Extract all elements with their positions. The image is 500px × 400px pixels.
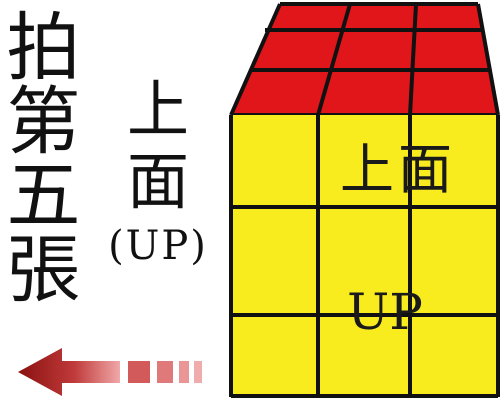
face-label: 上面 (UP)	[108, 73, 208, 269]
top-grid-line	[229, 3, 282, 116]
front-face-fill	[231, 115, 498, 397]
left-arrow-icon	[18, 348, 202, 396]
top-face	[229, 2, 500, 117]
top-grid-line	[316, 3, 352, 116]
arrow-dash	[179, 361, 189, 383]
cube-face-label-chinese: 上面	[340, 138, 456, 201]
face-label-chinese: 上面	[126, 73, 189, 218]
top-grid-line	[476, 3, 500, 116]
arrow-dash	[157, 361, 173, 383]
arrow-dash	[194, 361, 202, 383]
cube-face-label-english: UP	[347, 283, 423, 341]
front-face	[229, 115, 500, 398]
face-label-english: (UP)	[108, 223, 208, 269]
top-grid-line	[408, 3, 418, 116]
instruction-title: 拍第五張	[0, 8, 80, 304]
arrow-head	[18, 348, 120, 396]
arrow-dash	[128, 361, 150, 383]
